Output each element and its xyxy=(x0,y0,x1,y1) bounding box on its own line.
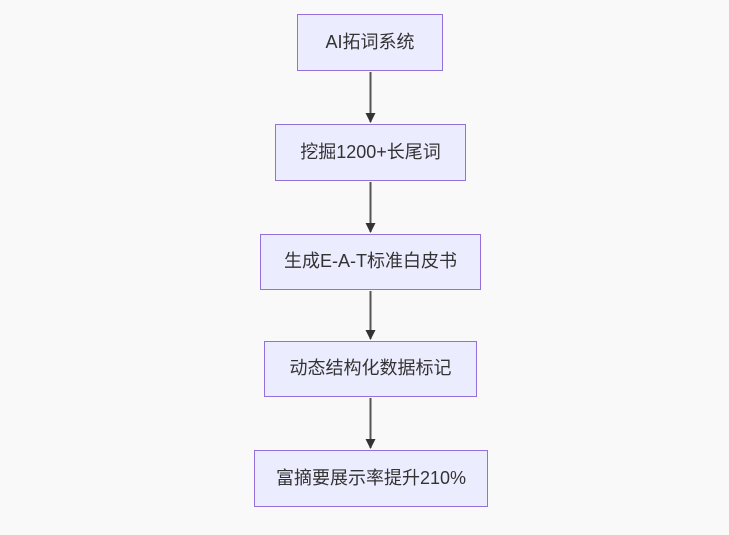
flow-node-generate-eat-whitepaper: 生成E-A-T标准白皮书 xyxy=(260,234,481,290)
node-label: 生成E-A-T标准白皮书 xyxy=(284,251,457,272)
node-label: 挖掘1200+长尾词 xyxy=(300,141,441,162)
node-label: AI拓词系统 xyxy=(325,31,415,52)
flow-node-mine-longtail-keywords: 挖掘1200+长尾词 xyxy=(275,124,466,181)
flow-node-ai-word-expansion: AI拓词系统 xyxy=(297,14,443,71)
flow-node-dynamic-structured-data: 动态结构化数据标记 xyxy=(264,341,477,397)
node-label: 富摘要展示率提升210% xyxy=(275,467,467,488)
node-label: 动态结构化数据标记 xyxy=(289,358,452,379)
flow-node-rich-snippet-result: 富摘要展示率提升210% xyxy=(254,450,488,507)
